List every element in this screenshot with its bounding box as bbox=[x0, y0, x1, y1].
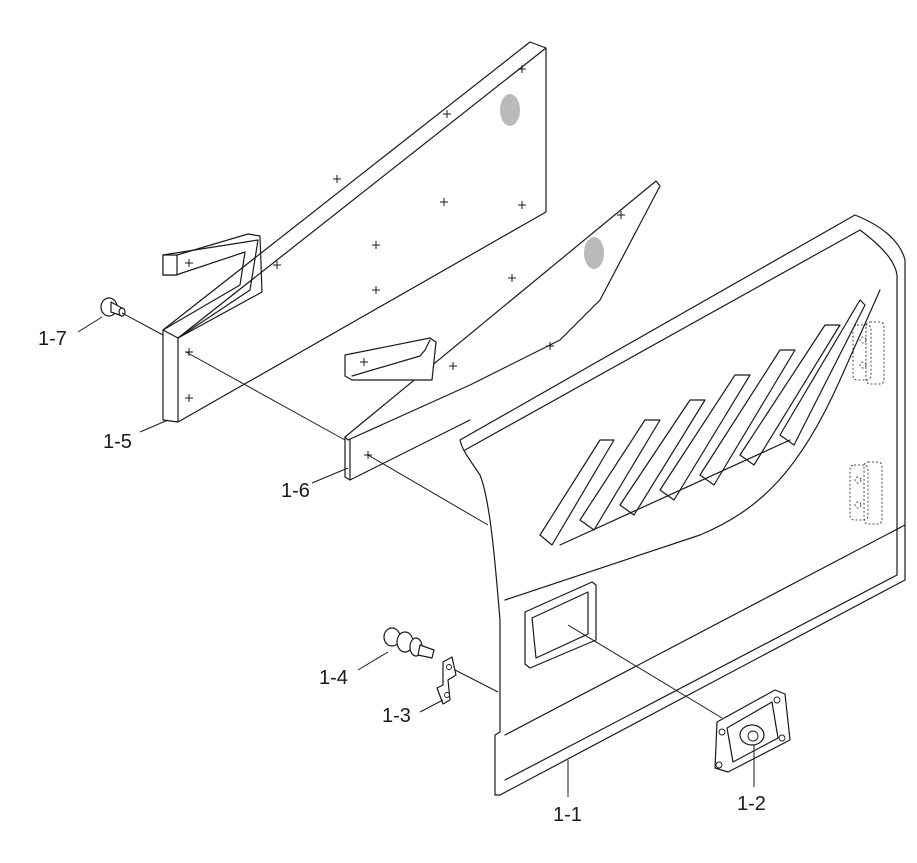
speaker-grille-dots bbox=[500, 94, 520, 126]
part-1-1-door-shell bbox=[459, 214, 906, 796]
door-vent-louvers bbox=[539, 299, 866, 546]
door-handle-recess bbox=[524, 581, 597, 669]
part-1-6-trim-panel bbox=[344, 180, 661, 481]
label-1-2: 1-2 bbox=[737, 793, 766, 815]
part-1-2-lock-handle bbox=[714, 689, 791, 773]
part-1-5-insulation-panel bbox=[162, 41, 547, 423]
door-hinge-lower bbox=[849, 461, 883, 525]
label-1-3: 1-3 bbox=[382, 705, 411, 727]
speaker-grille-dots-2 bbox=[584, 237, 604, 269]
door-hinge-upper bbox=[852, 321, 885, 385]
panel-1-5-fastener-marks bbox=[185, 65, 526, 402]
label-1-1: 1-1 bbox=[553, 804, 582, 826]
label-1-4: 1-4 bbox=[319, 667, 348, 689]
leader-lines bbox=[77, 312, 755, 797]
label-1-7: 1-7 bbox=[38, 328, 67, 350]
part-1-3-bracket bbox=[436, 656, 457, 705]
label-1-6: 1-6 bbox=[281, 480, 310, 502]
part-1-7-clip bbox=[100, 297, 126, 317]
label-1-5: 1-5 bbox=[103, 431, 132, 453]
part-labels: 1-7 1-5 1-6 1-4 1-3 1-1 1-2 bbox=[38, 328, 766, 826]
part-1-4-bolt bbox=[383, 627, 435, 659]
